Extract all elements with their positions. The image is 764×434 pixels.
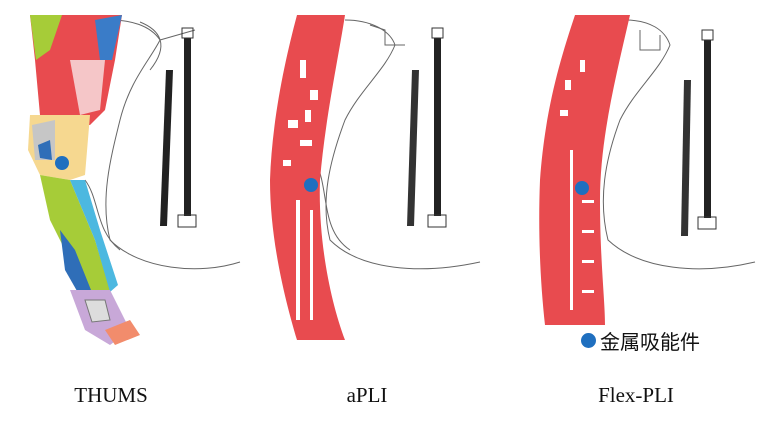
leg-structure-gaps <box>283 60 318 320</box>
panel-label-apli: aPLI <box>346 383 388 407</box>
leg-structure <box>270 15 345 340</box>
leg-structure-gaps <box>560 60 594 310</box>
thums-model <box>28 15 241 345</box>
car-front-outline <box>602 19 756 270</box>
panel-label-thums: THUMS <box>74 383 148 407</box>
car-front-outline <box>314 19 481 270</box>
legend: 金属吸能件 <box>581 326 700 355</box>
flexpli-model <box>539 15 756 325</box>
car-front-outline <box>84 19 241 270</box>
support-rods <box>160 27 197 228</box>
apli-model <box>270 15 481 340</box>
legend-label: 金属吸能件 <box>600 330 700 354</box>
panel-label-flexpli: Flex-PLI <box>598 383 674 407</box>
support-rods <box>681 29 717 236</box>
support-rods <box>407 27 447 228</box>
metal-energy-absorber-marker <box>575 181 589 195</box>
leg-tissue <box>28 15 140 345</box>
legend-marker-icon <box>581 333 596 348</box>
leg-structure <box>539 15 630 325</box>
metal-energy-absorber-marker <box>55 156 69 170</box>
metal-energy-absorber-marker <box>304 178 318 192</box>
